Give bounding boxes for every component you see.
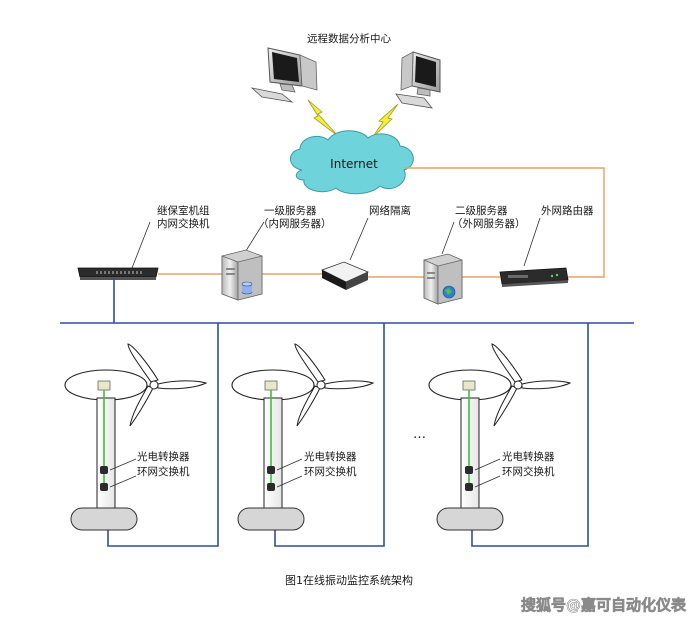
orange-links bbox=[158, 167, 605, 278]
title: 远程数据分析中心 bbox=[307, 32, 391, 45]
ring-switch-label: 环网交换机 bbox=[502, 465, 555, 478]
ring-switch-label: 环网交换机 bbox=[304, 465, 357, 478]
converter-label: 光电转换器 bbox=[304, 450, 357, 463]
converter-device-icon bbox=[267, 466, 275, 474]
turbine-blades bbox=[127, 343, 208, 427]
ring-switch-device-icon bbox=[267, 483, 275, 491]
converter-device-icon bbox=[100, 466, 108, 474]
router-label: 外网路由器 bbox=[541, 204, 594, 217]
vibration-sensor-icon bbox=[264, 380, 278, 391]
switch-label-1: 继保室机组 bbox=[157, 204, 210, 217]
watermark: 搜狐号@嘉可自动化仪表 bbox=[521, 596, 687, 614]
computer-left bbox=[250, 47, 318, 103]
turbine-base bbox=[70, 507, 138, 531]
turbine-base bbox=[237, 507, 305, 531]
turbine-tower bbox=[96, 397, 116, 509]
turbine-blades bbox=[294, 343, 375, 427]
internet-cloud-icon bbox=[290, 130, 414, 195]
monitor-screen bbox=[415, 56, 436, 87]
rack-switch-icon bbox=[77, 267, 159, 280]
switch-label-2: 内网交换机 bbox=[157, 217, 210, 230]
cloud-label: Internet bbox=[330, 157, 378, 171]
converter-device-icon bbox=[465, 466, 473, 474]
server2-label-1: 二级服务器 bbox=[455, 204, 508, 217]
server2-icon bbox=[423, 253, 463, 305]
isolation-device-icon bbox=[320, 261, 370, 290]
internet-to-router-link bbox=[404, 167, 605, 278]
vibration-sensor-icon bbox=[462, 380, 476, 391]
turbine-2: 光电转换器 环网交换机 bbox=[231, 343, 375, 531]
router-icon bbox=[499, 267, 569, 287]
blue-network bbox=[60, 278, 634, 547]
keyboard-icon bbox=[250, 87, 294, 103]
more-turbines-ellipsis: … bbox=[413, 427, 426, 442]
server2-label-2: （外网服务器） bbox=[452, 217, 526, 230]
converter-label: 光电转换器 bbox=[137, 450, 190, 463]
computer-right bbox=[395, 51, 441, 109]
converter-label: 光电转换器 bbox=[502, 450, 555, 463]
turbine-1: 光电转换器 环网交换机 bbox=[64, 343, 208, 531]
lightning-right-icon bbox=[371, 103, 399, 139]
ring-switch-label: 环网交换机 bbox=[137, 465, 190, 478]
server1-label-1: 一级服务器 bbox=[264, 204, 317, 217]
turbine-base bbox=[436, 507, 504, 531]
turbine-tower bbox=[263, 397, 283, 509]
turbine-3: 光电转换器 环网交换机 bbox=[428, 343, 572, 531]
server1-label-2: （内网服务器） bbox=[258, 217, 332, 230]
lightning-left-icon bbox=[307, 99, 339, 137]
isolation-label: 网络隔离 bbox=[369, 204, 411, 217]
ring-switch-device-icon bbox=[100, 483, 108, 491]
keyboard-icon bbox=[395, 93, 433, 109]
ring-switch-device-icon bbox=[465, 483, 473, 491]
turbine-blades bbox=[491, 343, 572, 427]
turbine-tower bbox=[460, 397, 480, 509]
monitor-screen bbox=[272, 52, 299, 82]
figure-caption: 图1在线振动监控系统架构 bbox=[285, 573, 413, 587]
server1-icon bbox=[221, 249, 263, 301]
vibration-sensor-icon bbox=[97, 380, 111, 391]
